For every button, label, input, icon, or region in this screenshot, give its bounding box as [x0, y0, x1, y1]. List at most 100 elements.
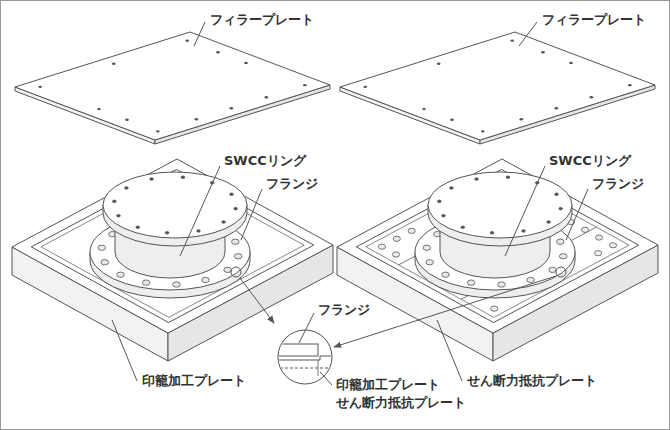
flange-section: [270, 344, 318, 356]
bolt-hole: [522, 230, 526, 233]
bolt-hole: [165, 232, 169, 235]
part-label: せん断力抵抗プレート: [334, 395, 468, 411]
bolt-hole: [628, 84, 632, 86]
bolt-hole: [181, 176, 185, 179]
leader-line: [180, 166, 220, 256]
bolt-hole: [113, 200, 117, 203]
callout-detail: [270, 330, 340, 384]
bolt-hole: [265, 96, 269, 98]
bolt-hole: [156, 130, 160, 132]
part-label: せん断力抵抗プレート: [465, 373, 599, 389]
bolt-hole: [117, 214, 121, 217]
nut: [426, 260, 434, 265]
bolt-hole: [244, 62, 248, 64]
bolt-hole: [38, 86, 42, 88]
leader-line: [437, 320, 462, 381]
bolt-hole: [197, 230, 201, 233]
filler-plate-top: [15, 32, 330, 140]
nut: [173, 282, 181, 287]
nut: [234, 254, 242, 259]
bolt-hole: [555, 193, 559, 196]
bolt: [408, 228, 415, 233]
plate-section: [318, 360, 319, 376]
bolt-hole: [97, 108, 101, 110]
bolt-hole: [438, 200, 442, 203]
bolt-hole: [222, 221, 226, 224]
bolt-hole: [422, 108, 426, 110]
bolt-hole: [541, 51, 545, 53]
callout-circle: [278, 330, 332, 384]
part-label: 印籠加工プレート: [140, 373, 248, 389]
part-label: 印籠加工プレート: [334, 377, 442, 393]
nut: [232, 239, 240, 244]
bolt-hole: [450, 119, 454, 121]
bolt: [491, 306, 498, 311]
bolt-hole: [481, 130, 485, 132]
nut: [549, 267, 557, 272]
nut: [98, 245, 106, 250]
assembly: [12, 32, 333, 361]
leader-line: [566, 189, 588, 240]
bolt-hole: [461, 226, 465, 229]
leader-line: [112, 320, 137, 381]
nut: [101, 260, 109, 265]
bolt-hole: [112, 63, 116, 65]
bolt-hole: [363, 86, 367, 88]
bolt-hole: [490, 232, 494, 235]
plate-section: [270, 356, 340, 360]
part-label: フィラープレート: [208, 12, 316, 28]
nut: [117, 272, 125, 277]
bolt: [609, 243, 616, 248]
bolt-hole: [510, 39, 514, 41]
nut: [467, 280, 475, 285]
bolt-hole: [150, 178, 154, 181]
recess-edge: [356, 169, 638, 322]
bolt-hole: [303, 84, 307, 86]
bolt-hole: [185, 39, 189, 41]
filler-plate-top: [340, 32, 655, 140]
nut: [423, 245, 431, 250]
nut: [442, 272, 450, 277]
detail-arrow: [240, 278, 274, 323]
bolt: [581, 227, 588, 232]
bolt: [393, 236, 400, 241]
leader-line: [519, 22, 537, 46]
nut: [557, 239, 565, 244]
leader-line: [299, 313, 314, 343]
bolt-hole: [569, 62, 573, 64]
part-label: フランジ: [264, 176, 320, 192]
part-label: SWCCリング: [547, 153, 633, 169]
part-label: SWCCリング: [222, 153, 308, 169]
bolt-hole: [555, 107, 559, 109]
bolt-hole: [125, 187, 129, 190]
leader-line: [194, 22, 205, 46]
base-plate-top: [337, 159, 658, 333]
bolt-hole: [442, 214, 446, 217]
bolt-hole: [195, 118, 199, 120]
base-plate-top: [12, 159, 333, 333]
plate-section: [270, 368, 340, 369]
nut: [224, 267, 232, 272]
bolt-hole: [234, 207, 238, 210]
bolt-hole: [559, 207, 563, 210]
bolt: [378, 244, 385, 249]
bolt-hole: [475, 178, 479, 181]
nut: [527, 277, 535, 282]
assembly: [337, 32, 658, 361]
nut: [142, 280, 150, 285]
leader-line: [241, 189, 262, 240]
upper-flange-top: [103, 172, 247, 238]
bolt-hole: [230, 107, 234, 109]
bolt-hole: [437, 63, 441, 65]
part-label: フィラープレート: [540, 12, 648, 28]
bolt-hole: [125, 119, 129, 121]
leader-line: [505, 166, 545, 256]
upper-flange-top: [428, 172, 572, 238]
bolt-hole: [136, 226, 140, 229]
bolt-hole: [520, 118, 524, 120]
leader-line: [320, 372, 332, 385]
